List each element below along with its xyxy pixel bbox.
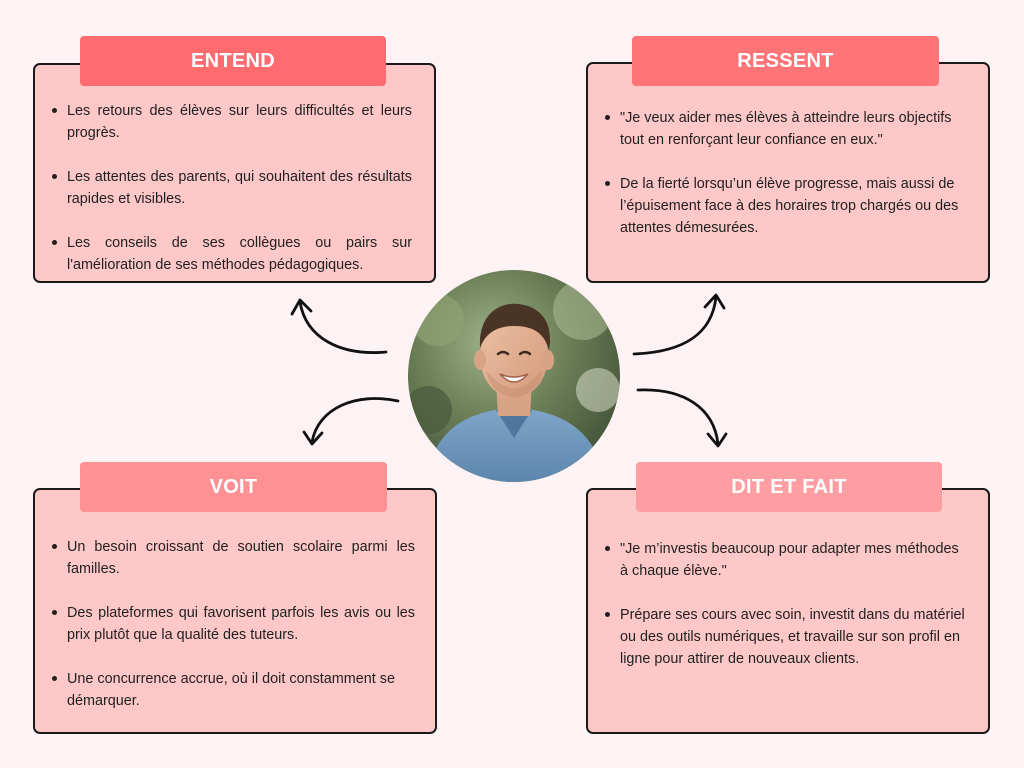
arrow-to-entend-icon xyxy=(290,298,388,354)
list-item: Prépare ses cours avec soin, investit da… xyxy=(605,604,966,670)
list-item: Les conseils de ses collègues ou pairs s… xyxy=(52,232,412,276)
dit-et-fait-title: DIT ET FAIT xyxy=(636,462,942,512)
list-item: Les retours des élèves sur leurs difficu… xyxy=(52,100,412,144)
voit-list: Un besoin croissant de soutien scolaire … xyxy=(35,490,435,712)
list-item: "Je m’investis beaucoup pour adapter mes… xyxy=(605,538,966,582)
list-item: De la fierté lorsqu’un élève progresse, … xyxy=(605,173,966,239)
list-item: Une concurrence accrue, où il doit const… xyxy=(52,668,415,712)
person-portrait-icon xyxy=(408,270,620,482)
list-item: Un besoin croissant de soutien scolaire … xyxy=(52,536,415,580)
dit-et-fait-list: "Je m’investis beaucoup pour adapter mes… xyxy=(588,490,988,670)
entend-card: Les retours des élèves sur leurs difficu… xyxy=(33,63,436,283)
voit-title: VOIT xyxy=(80,462,387,512)
ressent-title: RESSENT xyxy=(632,36,939,86)
portrait-photo xyxy=(408,270,620,482)
list-item: Les attentes des parents, qui souhaitent… xyxy=(52,166,412,210)
arrow-to-ressent-icon xyxy=(632,293,726,356)
voit-card: Un besoin croissant de soutien scolaire … xyxy=(33,488,437,734)
list-item: "Je veux aider mes élèves à atteindre le… xyxy=(605,107,966,151)
ressent-card: "Je veux aider mes élèves à atteindre le… xyxy=(586,62,990,283)
list-item: Des plateformes qui favorisent parfois l… xyxy=(52,602,415,646)
arrow-to-dit-et-fait-icon xyxy=(636,388,728,448)
entend-list: Les retours des élèves sur leurs difficu… xyxy=(35,65,434,276)
dit-et-fait-card: "Je m’investis beaucoup pour adapter mes… xyxy=(586,488,990,734)
arrow-to-voit-icon xyxy=(302,397,400,446)
entend-title: ENTEND xyxy=(80,36,386,86)
ressent-list: "Je veux aider mes élèves à atteindre le… xyxy=(588,64,988,239)
